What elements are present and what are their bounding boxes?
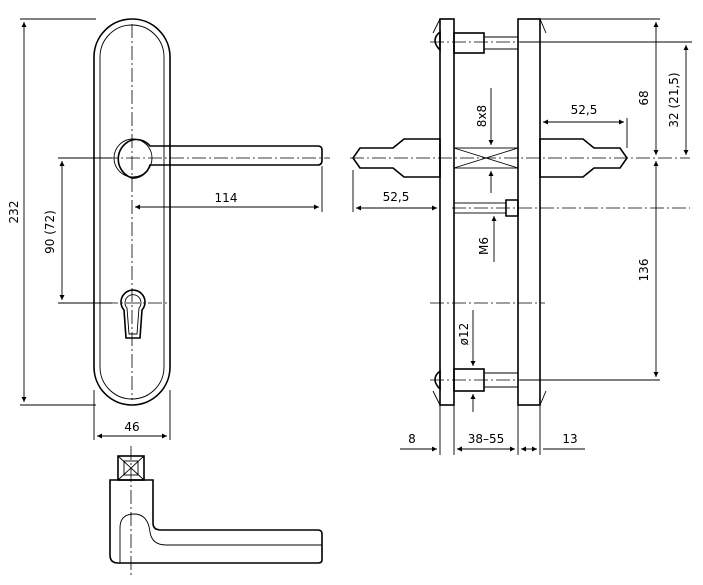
lever-handle <box>117 138 323 179</box>
right-lever-stub <box>539 138 628 178</box>
dim-screw-thread: M6 <box>477 237 491 255</box>
dim-spindle-to-top-screw: 32 (21,5) <box>667 72 681 127</box>
left-lever-stub <box>352 138 441 178</box>
bottom-screw-head <box>434 369 441 391</box>
lever-profile <box>109 479 323 564</box>
dim-square-spindle: 8x8 <box>475 105 489 127</box>
dim-overall-height: 232 <box>7 201 21 224</box>
top-bolt <box>453 32 485 54</box>
dim-spindle-left: 52,5 <box>383 190 410 204</box>
front-dimensions: 232 90 (72) 114 46 <box>7 18 323 440</box>
side-dimensions: 52,5 52,5 8x8 M6 ø12 68 32 (21,5) 136 <box>352 18 692 455</box>
outer-plate-side <box>439 18 455 406</box>
dim-spindle-to-bottom-screw: 136 <box>637 259 651 282</box>
inner-plate-side <box>517 18 541 406</box>
dim-outer-plate-thickness: 8 <box>408 432 416 446</box>
dim-top-to-spindle: 68 <box>637 90 651 105</box>
lever-top-view <box>109 446 323 578</box>
dim-plate-width: 46 <box>124 420 139 434</box>
dim-bolt-diameter: ø12 <box>457 323 471 346</box>
dim-spindle-right: 52,5 <box>571 103 598 117</box>
dim-lever-length: 114 <box>215 191 238 205</box>
front-plate-outline <box>93 18 171 406</box>
dim-center-distance: 90 (72) <box>43 210 57 254</box>
cylinder-keyhole-inner <box>124 294 142 335</box>
side-view <box>350 18 690 406</box>
front-view <box>60 18 330 406</box>
top-screw-head <box>434 30 441 52</box>
dim-inner-plate-thickness: 13 <box>562 432 577 446</box>
dim-door-thickness: 38–55 <box>468 432 505 446</box>
cylinder-keyhole <box>120 289 146 339</box>
